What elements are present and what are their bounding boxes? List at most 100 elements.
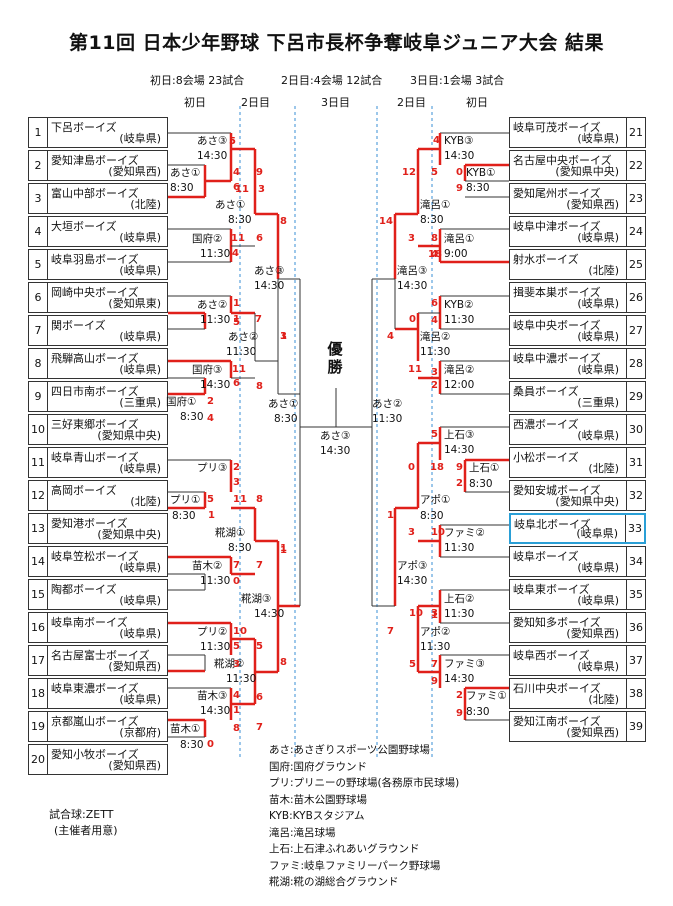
game-label: 8:30	[420, 214, 444, 226]
team-name: 石川中央ボーイズ	[513, 682, 601, 695]
team-prefecture: (京都府)	[119, 726, 161, 739]
team-name: 岡崎中央ボーイズ	[51, 286, 139, 299]
team-number: 6	[29, 283, 48, 312]
score: 6	[256, 233, 263, 244]
team-number: 36	[626, 613, 645, 642]
score: 18	[428, 249, 442, 260]
team-prefecture: (岐阜県)	[576, 527, 618, 540]
game-label: 14:30	[397, 280, 428, 292]
team-number: 27	[626, 316, 645, 345]
game-label: ファミ①	[466, 690, 507, 702]
team-prefecture: (岐阜県)	[577, 660, 619, 673]
game-label: あさ②	[228, 331, 259, 343]
game-label: プリ②	[197, 626, 228, 638]
legend-item: あさ:あさぎりスポーツ公園野球場	[269, 744, 430, 756]
game-label: 11:30	[200, 248, 231, 260]
game-label: 滝呂③	[397, 265, 428, 277]
game-label: 国府③	[192, 364, 223, 376]
score: 8	[431, 233, 438, 244]
score: 1	[431, 610, 438, 621]
team-number: 38	[626, 679, 645, 708]
score: 8	[280, 657, 287, 668]
header-right-day1: 初日	[466, 96, 488, 109]
game-label: KYB②	[444, 299, 474, 311]
game-label: アポ①	[420, 494, 451, 506]
game-label: 国府②	[192, 233, 223, 245]
score: 5	[409, 659, 416, 670]
team-number: 39	[626, 712, 645, 741]
champion-label: 優勝	[327, 340, 343, 376]
team-number: 8	[29, 349, 48, 378]
game-label: 8:30	[180, 739, 204, 751]
score: 4	[387, 331, 394, 342]
team-name: 岐阜中津ボーイズ	[513, 220, 601, 233]
game-label: 11:30	[200, 575, 231, 587]
score: 1	[280, 545, 287, 556]
team-prefecture: (岐阜県)	[577, 429, 619, 442]
legend-item: プリ:プリニーの野球場(各務原市民球場)	[269, 777, 460, 789]
score: 11	[233, 494, 247, 505]
game-label: アポ②	[420, 626, 451, 638]
team-number: 13	[29, 514, 48, 543]
team-prefecture: (岐阜県)	[577, 594, 619, 607]
team-prefecture: (岐阜県)	[119, 561, 161, 574]
score: 2	[456, 478, 463, 489]
game-label: 11:30	[444, 542, 475, 554]
game-label: 滝呂①	[420, 199, 451, 211]
team-name: 高岡ボーイズ	[51, 484, 117, 497]
game-label: 11:30	[200, 641, 231, 653]
team-number: 4	[29, 217, 48, 246]
score: 2	[207, 396, 214, 407]
score: 6	[233, 182, 240, 193]
legend-item: ファミ:岐阜ファミリーパーク野球場	[269, 859, 441, 872]
team-prefecture: (岐阜県)	[119, 363, 161, 376]
team-prefecture: (北陸)	[130, 495, 161, 508]
team-name: 愛知尾州ボーイズ	[513, 187, 601, 200]
team-prefecture: (岐阜県)	[119, 594, 161, 607]
team-name: 愛知港ボーイズ	[51, 517, 128, 530]
team-prefecture: (岐阜県)	[119, 330, 161, 343]
score: 0	[408, 462, 415, 473]
score: 1	[280, 543, 287, 554]
game-label: 11:30	[372, 413, 403, 425]
team-number: 18	[29, 679, 48, 708]
team-number: 25	[626, 250, 645, 279]
team-number: 23	[626, 184, 645, 213]
game-label: プリ①	[170, 494, 201, 506]
team-prefecture: (岐阜県)	[577, 297, 619, 310]
game-label: 14:30	[200, 705, 231, 717]
team-prefecture: (岐阜県)	[119, 627, 161, 640]
score: 2	[431, 380, 438, 391]
game-label: 14:30	[254, 608, 285, 620]
score: 7	[431, 659, 438, 670]
game-label: 11:30	[444, 314, 475, 326]
final-venue: あさ③	[320, 430, 351, 442]
team-name: 射水ボーイズ	[513, 253, 579, 266]
team-number: 2	[29, 151, 48, 180]
team-number: 10	[29, 415, 48, 444]
game-label: ファミ③	[444, 658, 485, 670]
score: 10	[409, 608, 423, 619]
game-label: 8:30	[180, 411, 204, 423]
team-name: 飛騨高山ボーイズ	[51, 352, 139, 365]
score: 9	[456, 708, 463, 719]
score: 7	[387, 626, 394, 637]
team-prefecture: (北陸)	[588, 462, 619, 475]
score: 9	[456, 183, 463, 194]
score: 3	[408, 527, 415, 538]
team-name: 愛知安城ボーイズ	[513, 484, 601, 497]
team-name: 岐阜東濃ボーイズ	[51, 682, 139, 695]
team-prefecture: (岐阜県)	[577, 330, 619, 343]
score: 3	[280, 331, 287, 342]
team-name: 愛知江南ボーイズ	[513, 715, 601, 728]
score: 1	[233, 314, 240, 325]
game-label: 8:30	[469, 478, 493, 490]
team-prefecture: (岐阜県)	[119, 231, 161, 244]
